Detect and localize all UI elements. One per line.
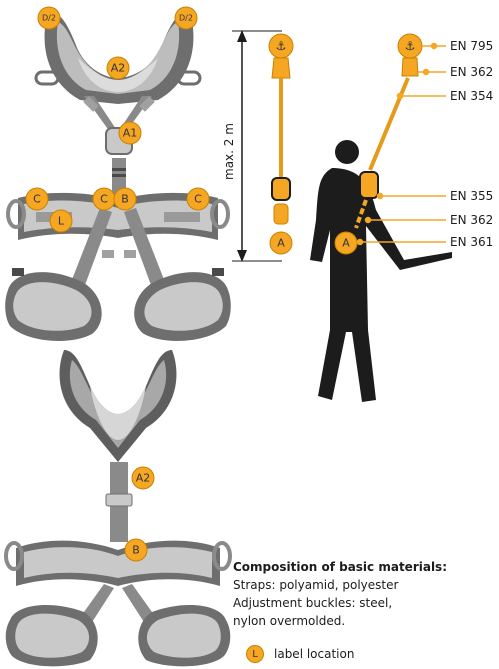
standard-label: EN 354 xyxy=(450,89,493,103)
svg-text:L: L xyxy=(58,215,65,228)
standard-label: EN 362 xyxy=(450,65,493,79)
legend-text: label location xyxy=(274,647,354,661)
composition-line: Adjustment buckles: steel, xyxy=(233,594,493,612)
badge-d2-left: D/2 xyxy=(38,7,60,29)
composition-block: Composition of basic materials: Straps: … xyxy=(233,558,493,630)
svg-text:A: A xyxy=(342,237,350,250)
svg-text:A2: A2 xyxy=(111,62,126,75)
lanyard-standalone: ⚓ A xyxy=(232,30,293,262)
harness-back xyxy=(6,350,231,666)
svg-text:A2: A2 xyxy=(136,472,151,485)
composition-line: Straps: polyamid, polyester xyxy=(233,576,493,594)
svg-text:D/2: D/2 xyxy=(42,14,56,23)
svg-text:B: B xyxy=(121,193,129,206)
badge-a2: A2 xyxy=(107,57,129,79)
badge-b: B xyxy=(114,188,136,210)
legend-badge: L xyxy=(246,645,264,663)
standard-label: EN 355 xyxy=(450,189,493,203)
standard-label: EN 795 xyxy=(450,39,493,53)
svg-text:D/2: D/2 xyxy=(179,14,193,23)
anchor-icon: ⚓ xyxy=(269,34,293,58)
composition-line: nylon overmolded. xyxy=(233,612,493,630)
badge-c-left: C xyxy=(26,188,48,210)
person-silhouette xyxy=(310,140,452,402)
badge-a-lanyard: A xyxy=(270,232,292,254)
badge-c-center: C xyxy=(93,188,115,210)
badge-a2-back: A2 xyxy=(132,467,154,489)
badge-a1: A1 xyxy=(119,122,141,144)
composition-title: Composition of basic materials: xyxy=(233,558,493,576)
svg-text:⚓: ⚓ xyxy=(276,39,287,53)
badge-c-right: C xyxy=(187,188,209,210)
badge-l: L xyxy=(50,210,72,232)
max-height-label: max. 2 m xyxy=(222,123,236,180)
anchor-icon-2: ⚓ xyxy=(405,39,416,53)
badge-d2-right: D/2 xyxy=(175,7,197,29)
standard-label: EN 361 xyxy=(450,235,493,249)
svg-text:C: C xyxy=(33,193,41,206)
svg-text:C: C xyxy=(100,193,108,206)
svg-text:A: A xyxy=(277,237,285,250)
svg-text:A1: A1 xyxy=(123,127,138,140)
badge-b-back: B xyxy=(125,539,147,561)
badge-a-worn: A xyxy=(335,232,357,254)
legend: L label location xyxy=(246,645,354,663)
standard-label: EN 362 xyxy=(450,213,493,227)
svg-text:B: B xyxy=(132,544,140,557)
svg-text:C: C xyxy=(194,193,202,206)
